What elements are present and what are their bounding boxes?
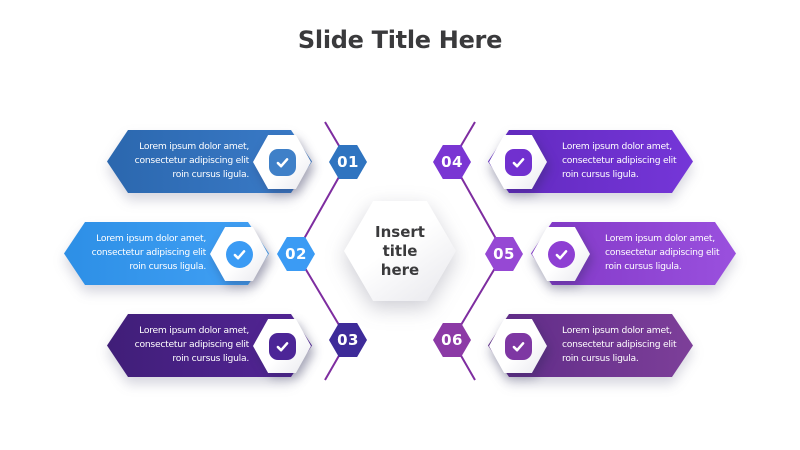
step-number: 05 [485, 237, 523, 271]
item-text-line: Lorem ipsum dolor amet, [562, 141, 672, 152]
step-number: 06 [433, 323, 471, 357]
hexagon-shape: Insert title here [344, 201, 456, 301]
center-title-text[interactable]: Insert title here [375, 222, 425, 279]
check-icon [547, 240, 575, 268]
item-text-line: Lorem ipsum dolor amet, [139, 141, 249, 152]
check-badge [210, 227, 268, 281]
item-text-line: Lorem ipsum dolor amet, [139, 325, 249, 336]
step-number-badge: 02 [277, 237, 315, 271]
check-icon [504, 332, 532, 360]
item-text-line: Lorem ipsum dolor amet, [605, 233, 715, 244]
check-icon [504, 148, 532, 176]
check-icon [268, 148, 296, 176]
item-text-line: consectetur adipiscing elit [91, 246, 206, 258]
item-text[interactable]: Lorem ipsum dolor amet, consectetur adip… [562, 324, 686, 365]
item-text-line: roin cursus ligula. [172, 352, 249, 364]
check-badge [489, 135, 547, 189]
hexagon-shape [489, 319, 547, 373]
item-text-line: roin cursus ligula. [562, 352, 639, 364]
item-text[interactable]: Lorem ipsum dolor amet, consectetur adip… [125, 140, 249, 181]
item-text-line: Lorem ipsum dolor amet, [96, 233, 206, 244]
item-text-line: roin cursus ligula. [172, 168, 249, 180]
check-badge [253, 135, 311, 189]
check-icon [268, 332, 296, 360]
check-icon [225, 240, 253, 268]
check-badge [253, 319, 311, 373]
item-text-line: consectetur adipiscing elit [562, 154, 677, 166]
hexagon-shape [489, 135, 547, 189]
item-text-line: roin cursus ligula. [129, 260, 206, 272]
item-text-line: roin cursus ligula. [562, 168, 639, 180]
item-text-line: consectetur adipiscing elit [134, 338, 249, 350]
step-number: 03 [329, 323, 367, 357]
hexagon-shape [253, 135, 311, 189]
item-text-line: roin cursus ligula. [605, 260, 682, 272]
center-title-placeholder[interactable]: Insert title here [344, 201, 456, 301]
step-number-badge: 04 [433, 145, 471, 179]
check-badge [532, 227, 590, 281]
item-text[interactable]: Lorem ipsum dolor amet, consectetur adip… [82, 232, 206, 273]
step-number: 04 [433, 145, 471, 179]
item-text-line: consectetur adipiscing elit [562, 338, 677, 350]
step-number: 01 [329, 145, 367, 179]
step-number: 02 [277, 237, 315, 271]
hexagon-shape [532, 227, 590, 281]
hexagon-shape [210, 227, 268, 281]
page-title[interactable]: Slide Title Here [297, 26, 503, 54]
item-text-line: consectetur adipiscing elit [605, 246, 720, 258]
step-number-badge: 03 [329, 323, 367, 357]
item-text[interactable]: Lorem ipsum dolor amet, consectetur adip… [605, 232, 729, 273]
hexagon-shape [253, 319, 311, 373]
item-text-line: consectetur adipiscing elit [134, 154, 249, 166]
step-number-badge: 05 [485, 237, 523, 271]
item-text[interactable]: Lorem ipsum dolor amet, consectetur adip… [125, 324, 249, 365]
check-badge [489, 319, 547, 373]
item-text-line: Lorem ipsum dolor amet, [562, 325, 672, 336]
step-number-badge: 06 [433, 323, 471, 357]
step-number-badge: 01 [329, 145, 367, 179]
item-text[interactable]: Lorem ipsum dolor amet, consectetur adip… [562, 140, 686, 181]
